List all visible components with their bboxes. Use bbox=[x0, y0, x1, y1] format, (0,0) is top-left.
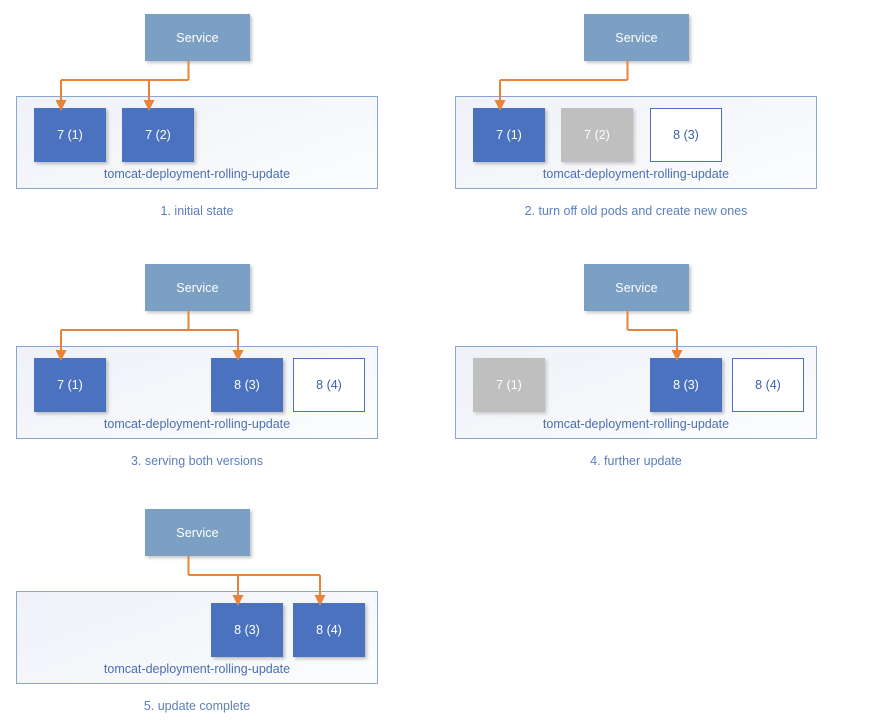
deployment-label: tomcat-deployment-rolling-update bbox=[103, 417, 291, 431]
panel-2: Service tomcat-deployment-rolling-update 7… bbox=[455, 14, 817, 228]
pod-7-1[interactable]: 7 (1) bbox=[34, 358, 106, 412]
panel-caption: 4. further update bbox=[590, 454, 682, 468]
panel-1: Service tomcat-deployment-rolling-update 7… bbox=[16, 14, 378, 228]
pod-label: 7 (2) bbox=[584, 128, 610, 142]
deployment-box[interactable]: tomcat-deployment-rolling-update 7 (1) 7 (… bbox=[16, 96, 378, 189]
pod-7-2[interactable]: 7 (2) bbox=[122, 108, 194, 162]
panel-5: Service tomcat-deployment-rolling-update 8… bbox=[16, 509, 378, 723]
pod-8-3[interactable]: 8 (3) bbox=[650, 358, 722, 412]
pod-label: 8 (3) bbox=[673, 378, 699, 392]
service-box[interactable]: Service bbox=[145, 509, 250, 556]
pod-label: 7 (1) bbox=[57, 378, 83, 392]
pod-label: 8 (3) bbox=[234, 623, 260, 637]
service-label: Service bbox=[176, 525, 219, 540]
deployment-label: tomcat-deployment-rolling-update bbox=[103, 167, 291, 181]
pod-8-3[interactable]: 8 (3) bbox=[211, 358, 283, 412]
service-label: Service bbox=[176, 280, 219, 295]
service-box[interactable]: Service bbox=[584, 14, 689, 61]
deployment-box[interactable]: tomcat-deployment-rolling-update 7 (1) 8 (… bbox=[16, 346, 378, 439]
pod-label: 7 (1) bbox=[57, 128, 83, 142]
panel-4: Service tomcat-deployment-rolling-update 7… bbox=[455, 264, 817, 478]
service-label: Service bbox=[176, 30, 219, 45]
pod-label: 7 (2) bbox=[145, 128, 171, 142]
pod-label: 8 (4) bbox=[316, 378, 342, 392]
pod-label: 8 (4) bbox=[755, 378, 781, 392]
deployment-box[interactable]: tomcat-deployment-rolling-update 7 (1) 8 (… bbox=[455, 346, 817, 439]
pod-label: 8 (3) bbox=[234, 378, 260, 392]
pod-label: 8 (3) bbox=[673, 128, 699, 142]
pod-8-3[interactable]: 8 (3) bbox=[650, 108, 722, 162]
panel-caption: 5. update complete bbox=[143, 699, 251, 713]
pod-label: 8 (4) bbox=[316, 623, 342, 637]
pod-8-3[interactable]: 8 (3) bbox=[211, 603, 283, 657]
pod-7-1[interactable]: 7 (1) bbox=[473, 358, 545, 412]
deployment-label: tomcat-deployment-rolling-update bbox=[542, 167, 730, 181]
deployment-label: tomcat-deployment-rolling-update bbox=[103, 662, 291, 676]
pod-8-4[interactable]: 8 (4) bbox=[293, 603, 365, 657]
deployment-box[interactable]: tomcat-deployment-rolling-update 7 (1) 7 (… bbox=[455, 96, 817, 189]
panel-caption: 1. initial state bbox=[160, 204, 234, 218]
panel-3: Service tomcat-deployment-rolling-update 7… bbox=[16, 264, 378, 478]
service-box[interactable]: Service bbox=[145, 264, 250, 311]
pod-7-2[interactable]: 7 (2) bbox=[561, 108, 633, 162]
panel-caption: 2. turn off old pods and create new ones bbox=[524, 204, 748, 218]
deployment-box[interactable]: tomcat-deployment-rolling-update 8 (3) 8 (… bbox=[16, 591, 378, 684]
pod-label: 7 (1) bbox=[496, 378, 522, 392]
service-label: Service bbox=[615, 280, 658, 295]
deployment-label: tomcat-deployment-rolling-update bbox=[542, 417, 730, 431]
pod-8-4[interactable]: 8 (4) bbox=[732, 358, 804, 412]
pod-8-4[interactable]: 8 (4) bbox=[293, 358, 365, 412]
pod-7-1[interactable]: 7 (1) bbox=[34, 108, 106, 162]
service-box[interactable]: Service bbox=[584, 264, 689, 311]
pod-label: 7 (1) bbox=[496, 128, 522, 142]
panel-caption: 3. serving both versions bbox=[130, 454, 263, 468]
service-label: Service bbox=[615, 30, 658, 45]
pod-7-1[interactable]: 7 (1) bbox=[473, 108, 545, 162]
service-box[interactable]: Service bbox=[145, 14, 250, 61]
